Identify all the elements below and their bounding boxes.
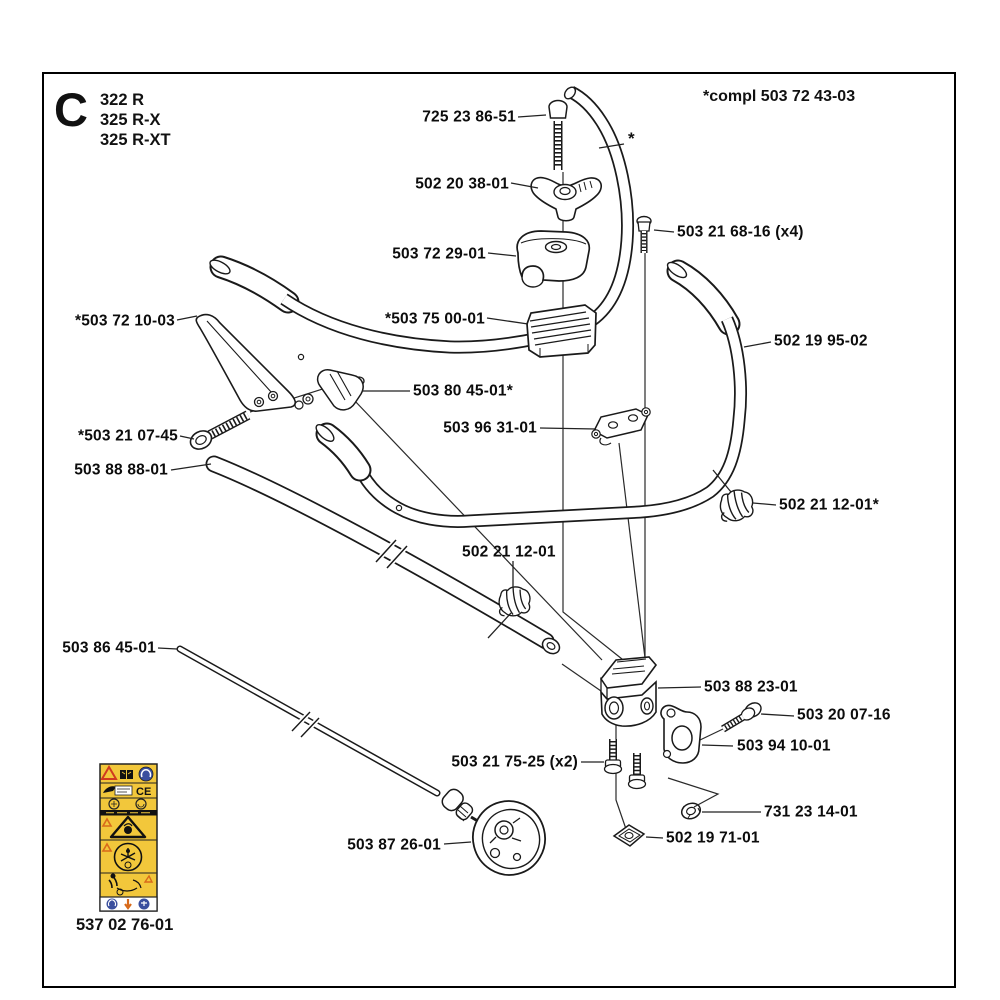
- model-name: 325 R-XT: [100, 131, 171, 149]
- part-label-503-20-07-16: 503 20 07-16: [797, 706, 891, 724]
- model-name: 322 R: [100, 91, 145, 109]
- bracket-bolts: [603, 739, 647, 790]
- clamp-upper-half: [516, 230, 591, 288]
- certification-emblem-icon: [108, 798, 147, 810]
- part-label-502-19-71-01: 502 19 71-01: [666, 829, 760, 847]
- part-label-503-72-10-03: *503 72 10-03: [75, 312, 175, 330]
- asterisk-annotation: *: [628, 129, 635, 148]
- part-label-502-20-38-01: 502 20 38-01: [415, 175, 509, 193]
- part-label-503-21-07-45: *503 21 07-45: [78, 427, 178, 445]
- shaft-tube: [205, 455, 561, 655]
- complete-assembly-note: *compl 503 72 43-03: [703, 88, 856, 105]
- clamp-bolt: [721, 702, 762, 733]
- part-label-503-88-23-01: 503 88 23-01: [704, 678, 798, 696]
- ear-protection-icon: [138, 766, 154, 782]
- grip-cover: [195, 313, 365, 412]
- clamp-nut-leader: [667, 777, 720, 808]
- part-label-503-75-00-01: *503 75 00-01: [385, 310, 485, 328]
- cable-clamp: [294, 369, 364, 411]
- section-letter: C: [54, 83, 88, 136]
- model-list: 322 R 325 R-X 325 R-XT: [100, 90, 171, 150]
- warning-triangle-icon: [100, 765, 118, 780]
- part-label-725-23-86-51: 725 23 86-51: [422, 108, 516, 126]
- part-label-503-94-10-01: 503 94 10-01: [737, 737, 831, 755]
- part-label-502-19-95-02: 502 19 95-02: [774, 332, 868, 350]
- handlebar-right-half: [315, 259, 747, 528]
- handlebar-left-half: [209, 86, 634, 361]
- part-label-502-21-12-01: 502 21 12-01*: [779, 496, 879, 514]
- ce-mark-icon: CE: [136, 786, 151, 798]
- blade-contact-warning-icon: [101, 815, 147, 839]
- leader-lines: [157, 114, 795, 845]
- mount-bracket: [600, 656, 658, 727]
- grip-cover-screw: [189, 410, 251, 450]
- wing-knob: [530, 176, 603, 222]
- part-label-503-80-45-01: 503 80 45-01*: [413, 382, 513, 400]
- safety-label-part-number: 537 02 76-01: [76, 916, 174, 934]
- cable-bracket: [591, 407, 651, 446]
- handlebar-clamp: [526, 304, 597, 358]
- drive-shaft-rod: [176, 645, 499, 835]
- clutch-drum: [472, 800, 546, 876]
- lock-nut: [680, 802, 702, 820]
- bar-screw: [636, 215, 652, 253]
- handlebar-tubes: [209, 86, 747, 528]
- part-label-503-87-26-01: 503 87 26-01: [347, 836, 441, 854]
- square-nut-plate: [612, 824, 646, 847]
- bystander-distance-warning-icon: [101, 842, 143, 872]
- ppe-required-icon: [99, 896, 158, 912]
- svg-text:CE: CE: [136, 786, 151, 798]
- diagram-border: [42, 72, 956, 988]
- clamp-knob-screw: [548, 99, 568, 170]
- part-label-503-88-88-01: 503 88 88-01: [74, 461, 168, 479]
- part-label-503-86-45-01: 503 86 45-01: [62, 639, 156, 657]
- safety-label: CE: [99, 763, 158, 912]
- part-label-503-96-31-01: 503 96 31-01: [443, 419, 537, 437]
- blade-rpm-icon: [103, 785, 133, 796]
- manual-book-icon: [120, 770, 133, 779]
- part-label-502-21-12-01: 502 21 12-01: [462, 543, 556, 561]
- model-name: 325 R-X: [100, 111, 161, 129]
- part-label-503-21-75-25: 503 21 75-25 (x2): [451, 753, 578, 771]
- part-label-503-21-68-16: 503 21 68-16 (x4): [677, 223, 804, 241]
- shaft-clamp: [660, 704, 702, 764]
- part-label-503-72-29-01: 503 72 29-01: [392, 245, 486, 263]
- brand-bar: [100, 810, 157, 816]
- thrown-objects-warning-icon: [108, 873, 154, 896]
- part-label-731-23-14-01: 731 23 14-01: [764, 803, 858, 821]
- tube-clip-right: [716, 486, 757, 525]
